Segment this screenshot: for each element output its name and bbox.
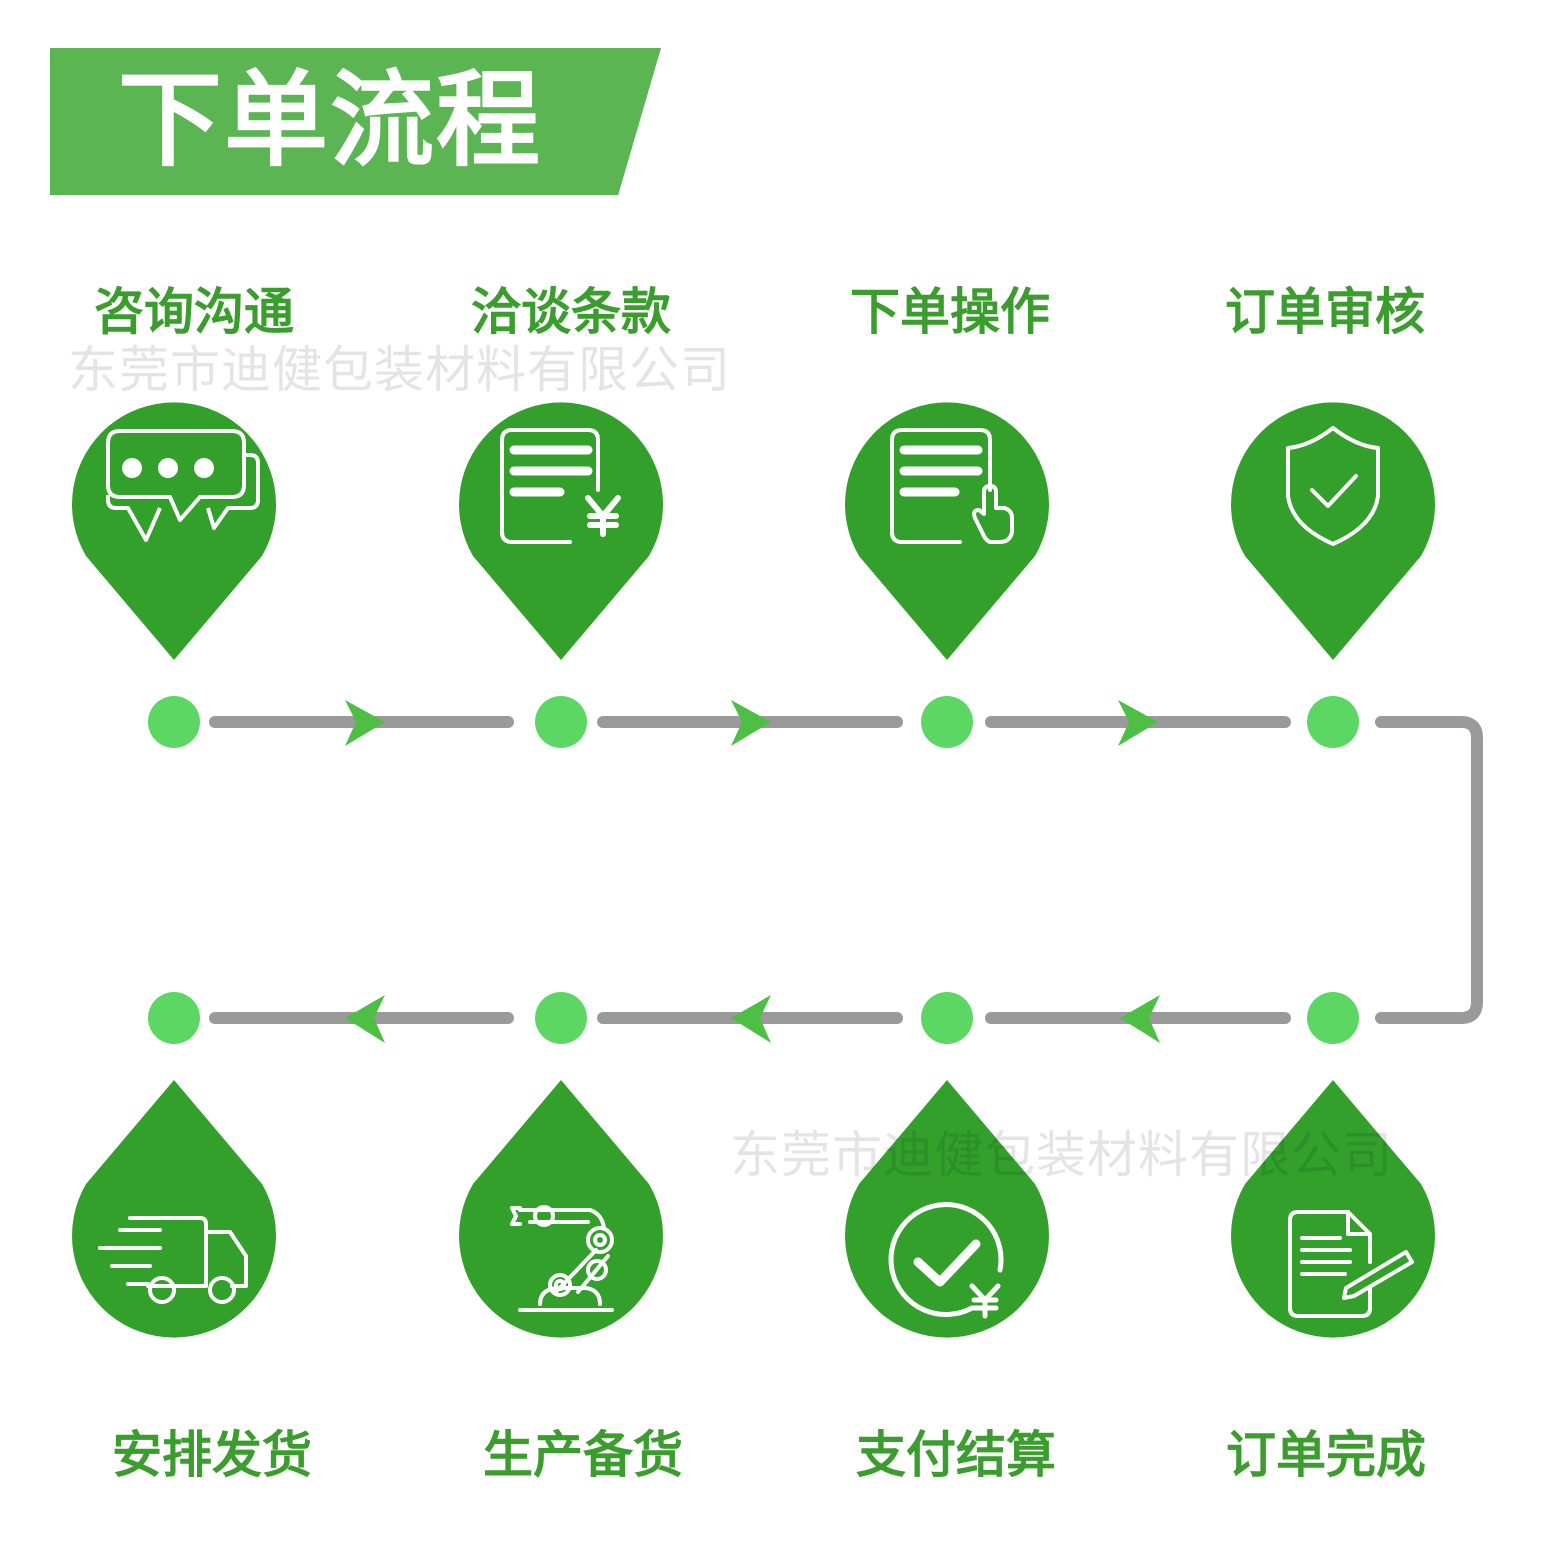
document-yen-icon	[500, 428, 621, 544]
document-pen-icon	[1288, 1210, 1414, 1318]
bottom-pins	[72, 1080, 1435, 1338]
pin-order-review	[1231, 402, 1435, 660]
step-dot	[535, 696, 587, 748]
pin-shipping	[72, 1080, 277, 1338]
arrow-left-icon	[1120, 995, 1160, 1043]
step-label-negotiate: 洽谈条款	[471, 283, 671, 341]
shield-check-icon	[1286, 426, 1380, 546]
watermark-bottom: 东莞市迪健包装材料有限公司	[730, 1126, 1393, 1184]
check-yen-icon	[888, 1202, 1004, 1319]
chat-bubbles-icon	[106, 429, 260, 542]
step-dot	[148, 992, 200, 1044]
step-dot	[1307, 992, 1359, 1044]
step-dot	[921, 992, 973, 1044]
pin-order-complete	[1231, 1080, 1435, 1338]
title-banner	[50, 48, 661, 195]
pin-place-order	[845, 402, 1049, 660]
connector-4-5	[1375, 716, 1483, 1024]
robot-arm-icon	[510, 1205, 614, 1312]
page-title: 下单流程	[118, 59, 543, 181]
step-label-order-review: 订单审核	[1225, 283, 1425, 341]
document-click-icon	[890, 428, 1014, 544]
top-pins	[72, 402, 1435, 660]
arrow-left-icon	[731, 995, 771, 1043]
step-label-production: 生产备货	[483, 1426, 683, 1484]
pin-payment	[845, 1080, 1049, 1338]
delivery-truck-icon	[98, 1216, 248, 1304]
arrow-left-icon	[345, 995, 385, 1043]
top-connectors	[209, 716, 1483, 1024]
arrow-right-icon	[1118, 700, 1158, 746]
step-dot	[148, 696, 200, 748]
arrows	[345, 700, 1160, 1043]
step-dot	[1307, 696, 1359, 748]
step-label-place-order: 下单操作	[850, 283, 1050, 341]
pin-negotiate	[459, 402, 663, 660]
dots	[148, 696, 1359, 1044]
arrow-right-icon	[731, 700, 771, 746]
step-label-shipping: 安排发货	[112, 1426, 312, 1484]
step-dot	[921, 696, 973, 748]
step-label-consult: 咨询沟通	[94, 283, 294, 341]
step-label-payment: 支付结算	[856, 1426, 1056, 1484]
step-dot	[535, 992, 587, 1044]
step-label-order-complete: 订单完成	[1226, 1426, 1426, 1484]
arrow-right-icon	[345, 700, 385, 746]
watermark-top: 东莞市迪健包装材料有限公司	[68, 341, 731, 399]
